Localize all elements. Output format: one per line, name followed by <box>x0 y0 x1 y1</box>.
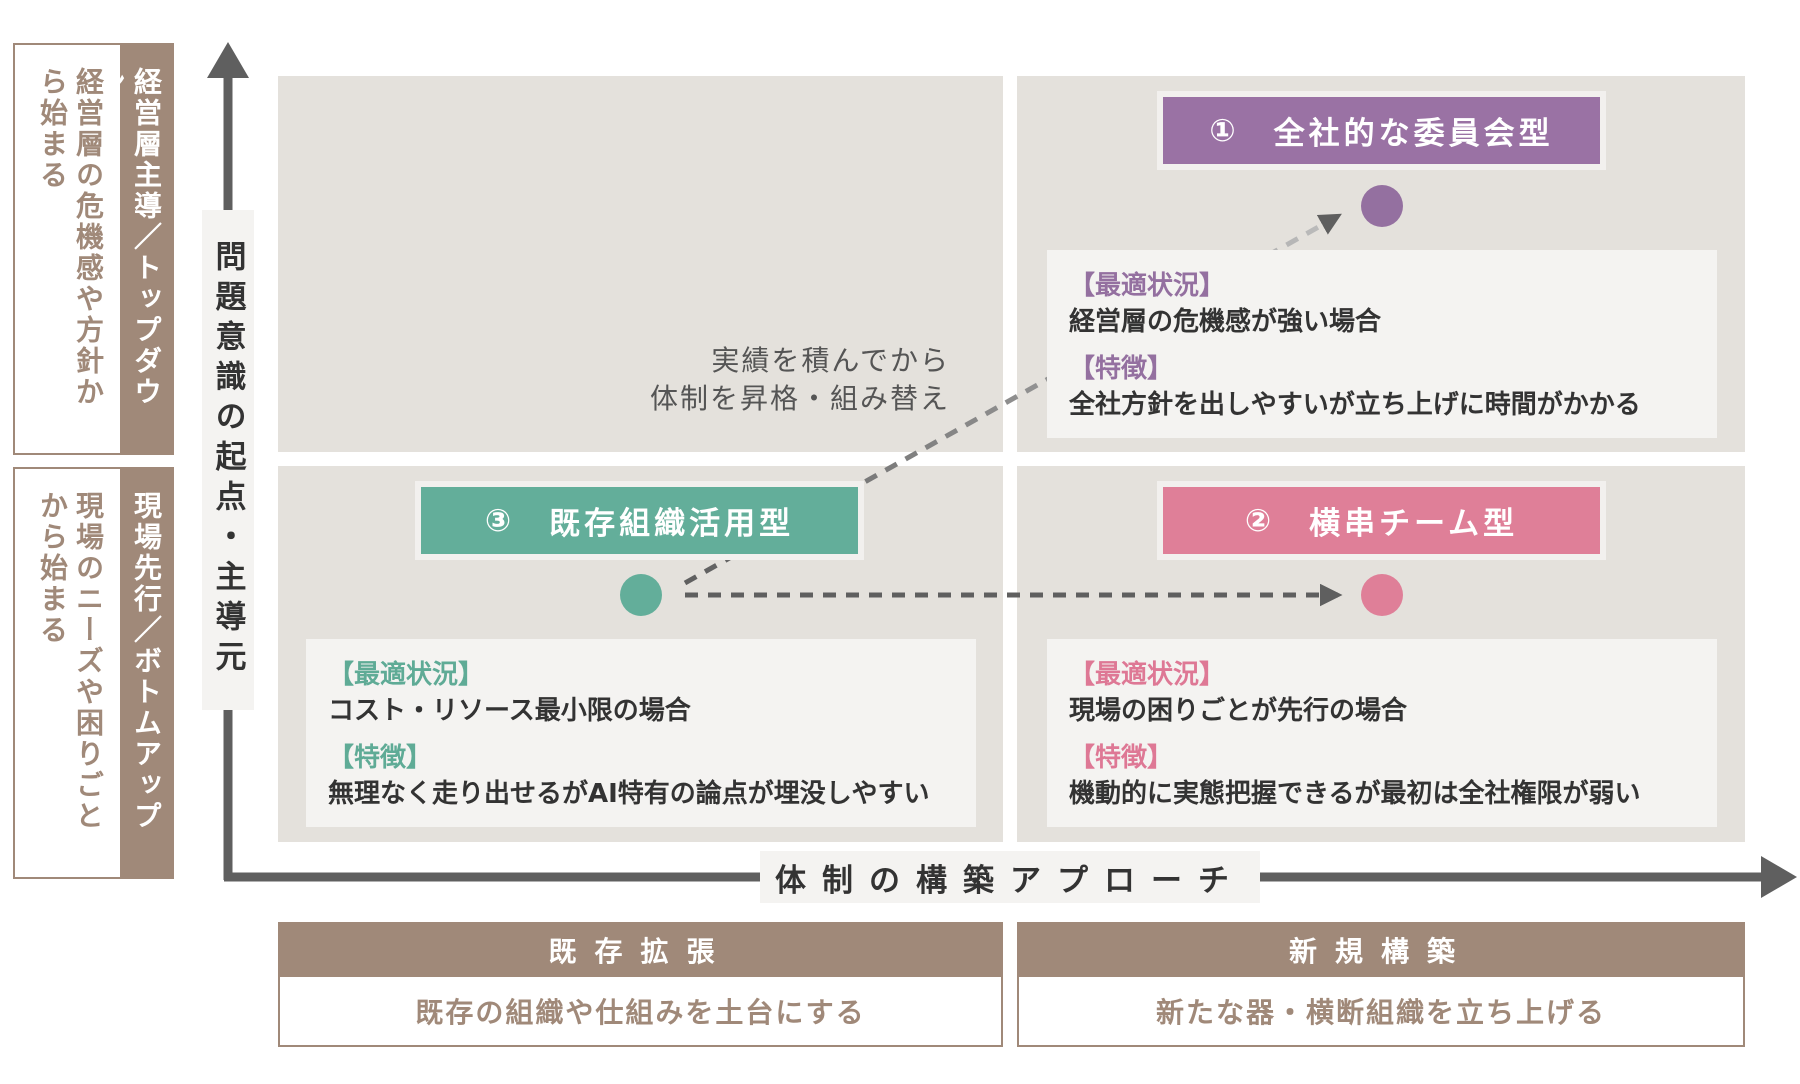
transition-note-line2: 体制を昇格・組み替え <box>649 382 950 415</box>
existing-org-type-marker <box>620 574 662 616</box>
y-axis-arrowhead <box>207 42 249 78</box>
existing-org-situation-text: コスト・リソース最小限の場合 <box>328 696 691 726</box>
top-down-heading: 経営層主導／トップダウン <box>94 43 174 455</box>
transition-note: 実績を積んでから 体制を昇格・組み替え <box>590 342 950 418</box>
committee-type-info: 【最適状況】 経営層の危機感が強い場合 【特徴】 全社方針を出しやすいが立ち上げ… <box>1047 250 1717 438</box>
existing-org-feature-tag: 【特徴】 <box>328 743 433 773</box>
committee-type-label: ① 全社的な委員会型 <box>1157 91 1606 170</box>
new-build-heading: 新規構築 <box>1017 922 1745 977</box>
quadrant-top-left <box>278 76 1003 452</box>
committee-situation-text: 経営層の危機感が強い場合 <box>1069 307 1382 337</box>
cross-team-type-info: 【最適状況】 現場の困りごとが先行の場合 【特徴】 機動的に実態把握できるが最初… <box>1047 639 1717 827</box>
committee-situation-tag: 【最適状況】 <box>1069 271 1226 301</box>
y-axis-title: 問題意識の起点・主導元 <box>202 210 254 710</box>
existing-org-situation-tag: 【最適状況】 <box>328 660 485 690</box>
committee-feature-text: 全社方針を出しやすいが立ち上げに時間がかかる <box>1069 390 1641 420</box>
committee-type-marker <box>1361 185 1403 227</box>
top-down-description: 経営層の危機感や方針から始まる <box>13 43 122 455</box>
cross-team-feature-text: 機動的に実態把握できるが最初は全社権限が弱い <box>1069 779 1641 809</box>
existing-org-type-info: 【最適状況】 コスト・リソース最小限の場合 【特徴】 無理なく走り出せるがAI特… <box>306 639 976 827</box>
cross-team-feature-tag: 【特徴】 <box>1069 743 1174 773</box>
committee-type-name: 全社的な委員会型 <box>1273 116 1554 152</box>
x-axis-title: 体制の構築アプローチ <box>760 851 1260 903</box>
existing-org-feature-text: 無理なく走り出せるがAI特有の論点が埋没しやすい <box>328 779 930 809</box>
cross-team-type-number: ② <box>1244 502 1276 539</box>
existing-org-type-label: ③ 既存組織活用型 <box>415 481 864 560</box>
cross-team-type-marker <box>1361 574 1403 616</box>
transition-note-line1: 実績を積んでから <box>711 344 950 377</box>
cross-team-type-label: ② 横串チーム型 <box>1157 481 1606 560</box>
cross-team-type-name: 横串チーム型 <box>1309 506 1519 542</box>
cross-team-situation-text: 現場の困りごとが先行の場合 <box>1069 696 1408 726</box>
cross-team-situation-tag: 【最適状況】 <box>1069 660 1226 690</box>
new-build-description: 新たな器・横断組織を立ち上げる <box>1017 977 1745 1047</box>
committee-type-number: ① <box>1209 112 1240 149</box>
bottom-up-description: 現場のニーズや困りごとから始まる <box>13 467 122 879</box>
existing-org-type-name: 既存組織活用型 <box>549 506 795 542</box>
x-axis-arrowhead <box>1761 856 1797 898</box>
bottom-up-heading: 現場先行／ボトムアップ <box>122 467 174 879</box>
existing-extension-heading: 既存拡張 <box>278 922 1003 977</box>
existing-org-type-number: ③ <box>484 502 516 539</box>
committee-feature-tag: 【特徴】 <box>1069 354 1174 384</box>
existing-extension-description: 既存の組織や仕組みを土台にする <box>278 977 1003 1047</box>
